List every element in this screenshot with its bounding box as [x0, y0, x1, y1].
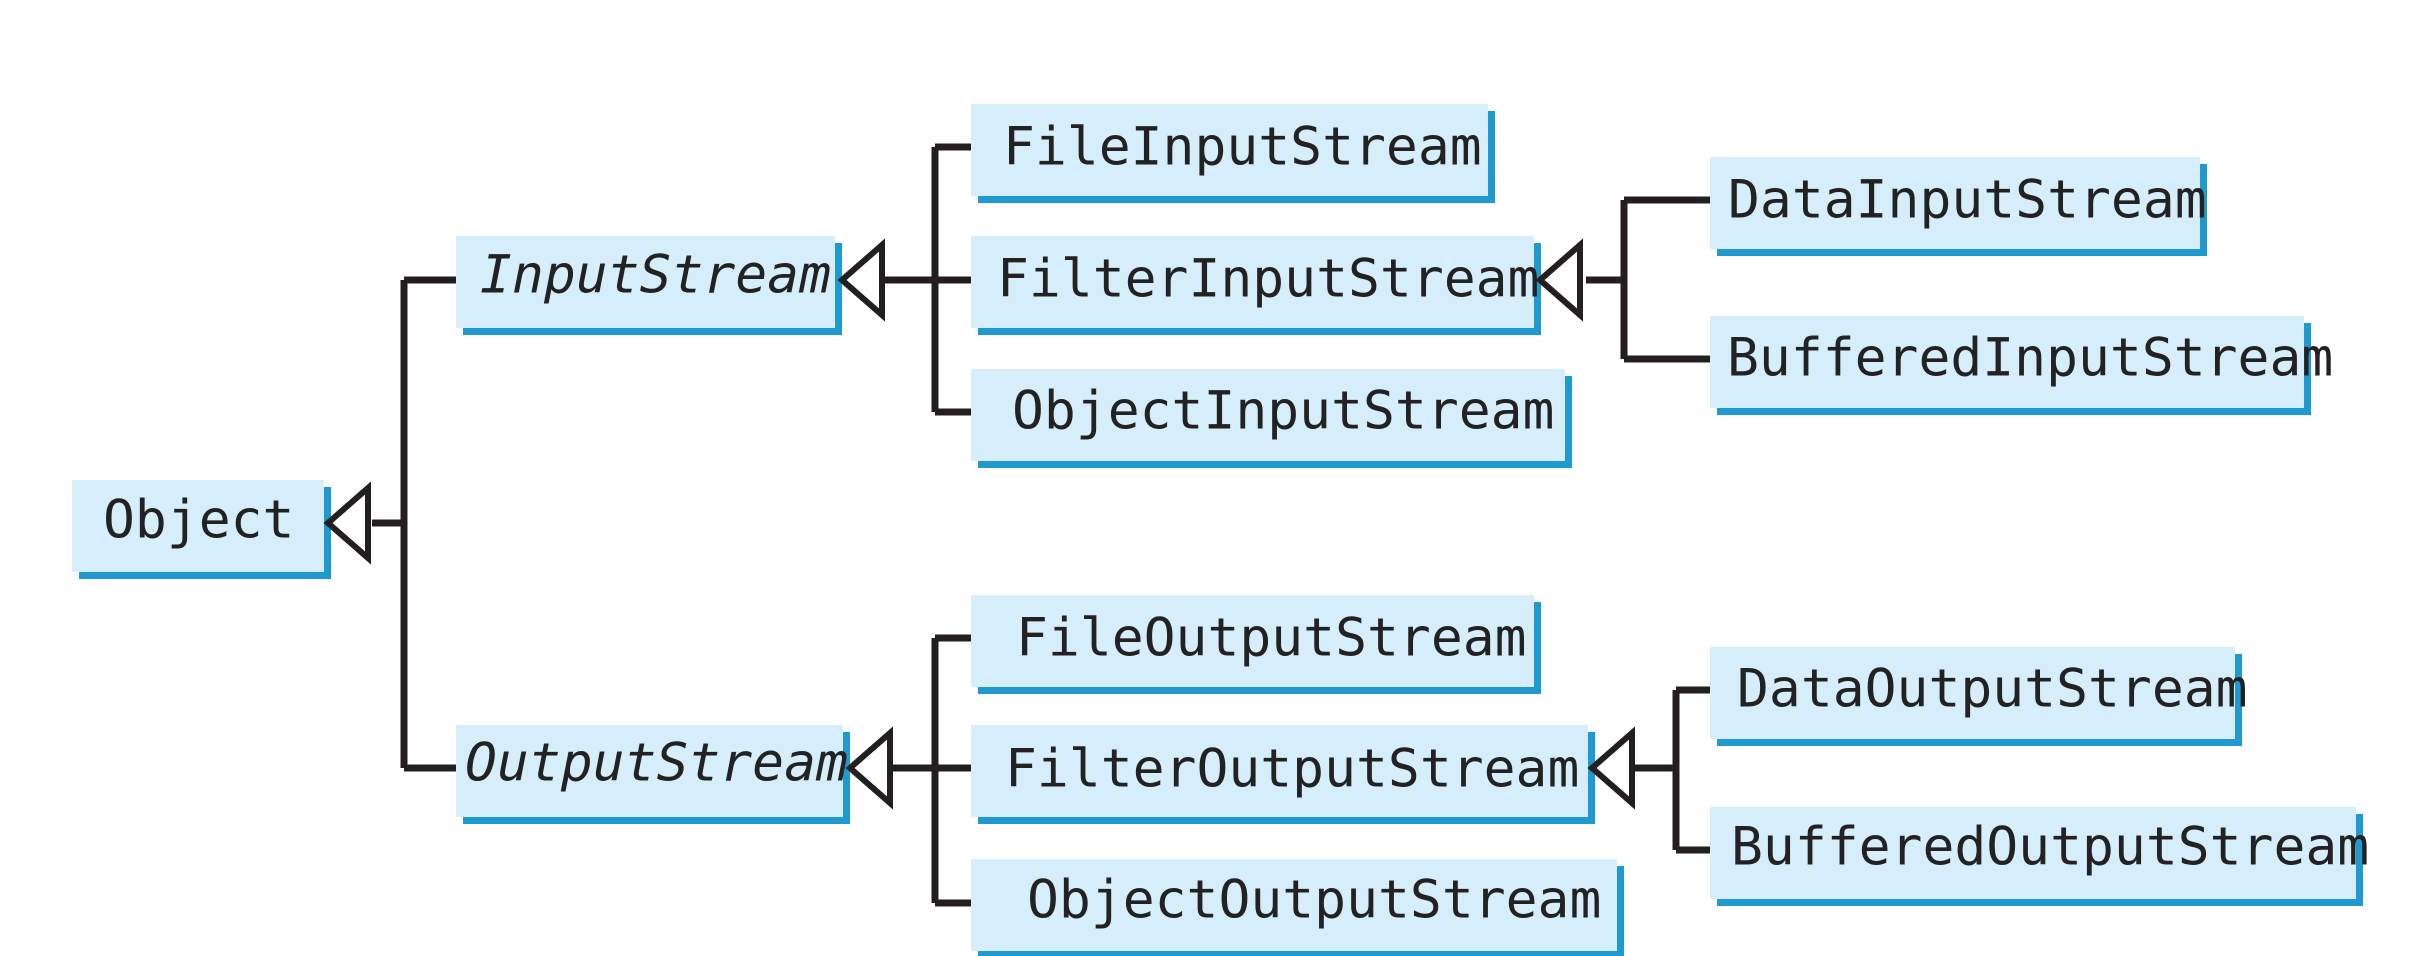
- class-name-bufferedinputstream: BufferedInputStream: [1727, 328, 2333, 389]
- class-box-outputstream: OutputStream: [456, 725, 850, 824]
- class-box-bufferedinputstream: BufferedInputStream: [1710, 316, 2333, 415]
- class-box-fileinputstream: FileInputStream: [971, 104, 1495, 203]
- inheritance-arrow-object: [323, 481, 371, 565]
- class-box-objectinputstream: ObjectInputStream: [971, 369, 1572, 468]
- class-name-objectinputstream: ObjectInputStream: [1012, 381, 1554, 442]
- class-name-filterinputstream: FilterInputStream: [997, 249, 1539, 310]
- connector-inputstream-children: [882, 143, 978, 416]
- class-box-fileoutputstream: FileOutputStream: [971, 595, 1541, 694]
- inheritance-connectors: [372, 143, 1720, 907]
- class-box-dataoutputstream: DataOutputStream: [1710, 647, 2248, 746]
- inheritance-arrow-filteroutputstream: [1587, 726, 1635, 810]
- class-box-filterinputstream: FilterInputStream: [971, 236, 1541, 335]
- class-name-inputstream: InputStream: [480, 245, 831, 306]
- class-name-fileinputstream: FileInputStream: [1003, 117, 1482, 178]
- class-name-filteroutputstream: FilterOutputStream: [1005, 739, 1579, 800]
- class-name-dataoutputstream: DataOutputStream: [1737, 659, 2248, 720]
- class-name-datainputstream: DataInputStream: [1728, 170, 2207, 231]
- connector-filteroutputstream-children: [1635, 686, 1720, 854]
- connector-filterinputstream-children: [1586, 196, 1720, 363]
- class-name-object: Object: [103, 490, 294, 551]
- connector-object-children: [372, 276, 462, 772]
- class-name-bufferedoutputstream: BufferedOutputStream: [1731, 817, 2369, 878]
- class-name-outputstream: OutputStream: [465, 733, 848, 794]
- class-box-inputstream: InputStream: [456, 236, 842, 335]
- class-name-objectoutputstream: ObjectOutputStream: [1027, 870, 1601, 931]
- class-box-object: Object: [72, 480, 331, 579]
- class-name-fileoutputstream: FileOutputStream: [1016, 608, 1527, 669]
- inheritance-arrow-inputstream: [837, 238, 885, 322]
- class-box-datainputstream: DataInputStream: [1710, 157, 2207, 256]
- inheritance-arrow-filterinputstream: [1535, 238, 1583, 322]
- class-box-filteroutputstream: FilterOutputStream: [971, 725, 1595, 824]
- class-box-bufferedoutputstream: BufferedOutputStream: [1710, 807, 2369, 906]
- inheritance-arrow-outputstream: [845, 726, 893, 810]
- class-box-objectoutputstream: ObjectOutputStream: [971, 859, 1624, 956]
- connector-outputstream-children: [890, 634, 978, 907]
